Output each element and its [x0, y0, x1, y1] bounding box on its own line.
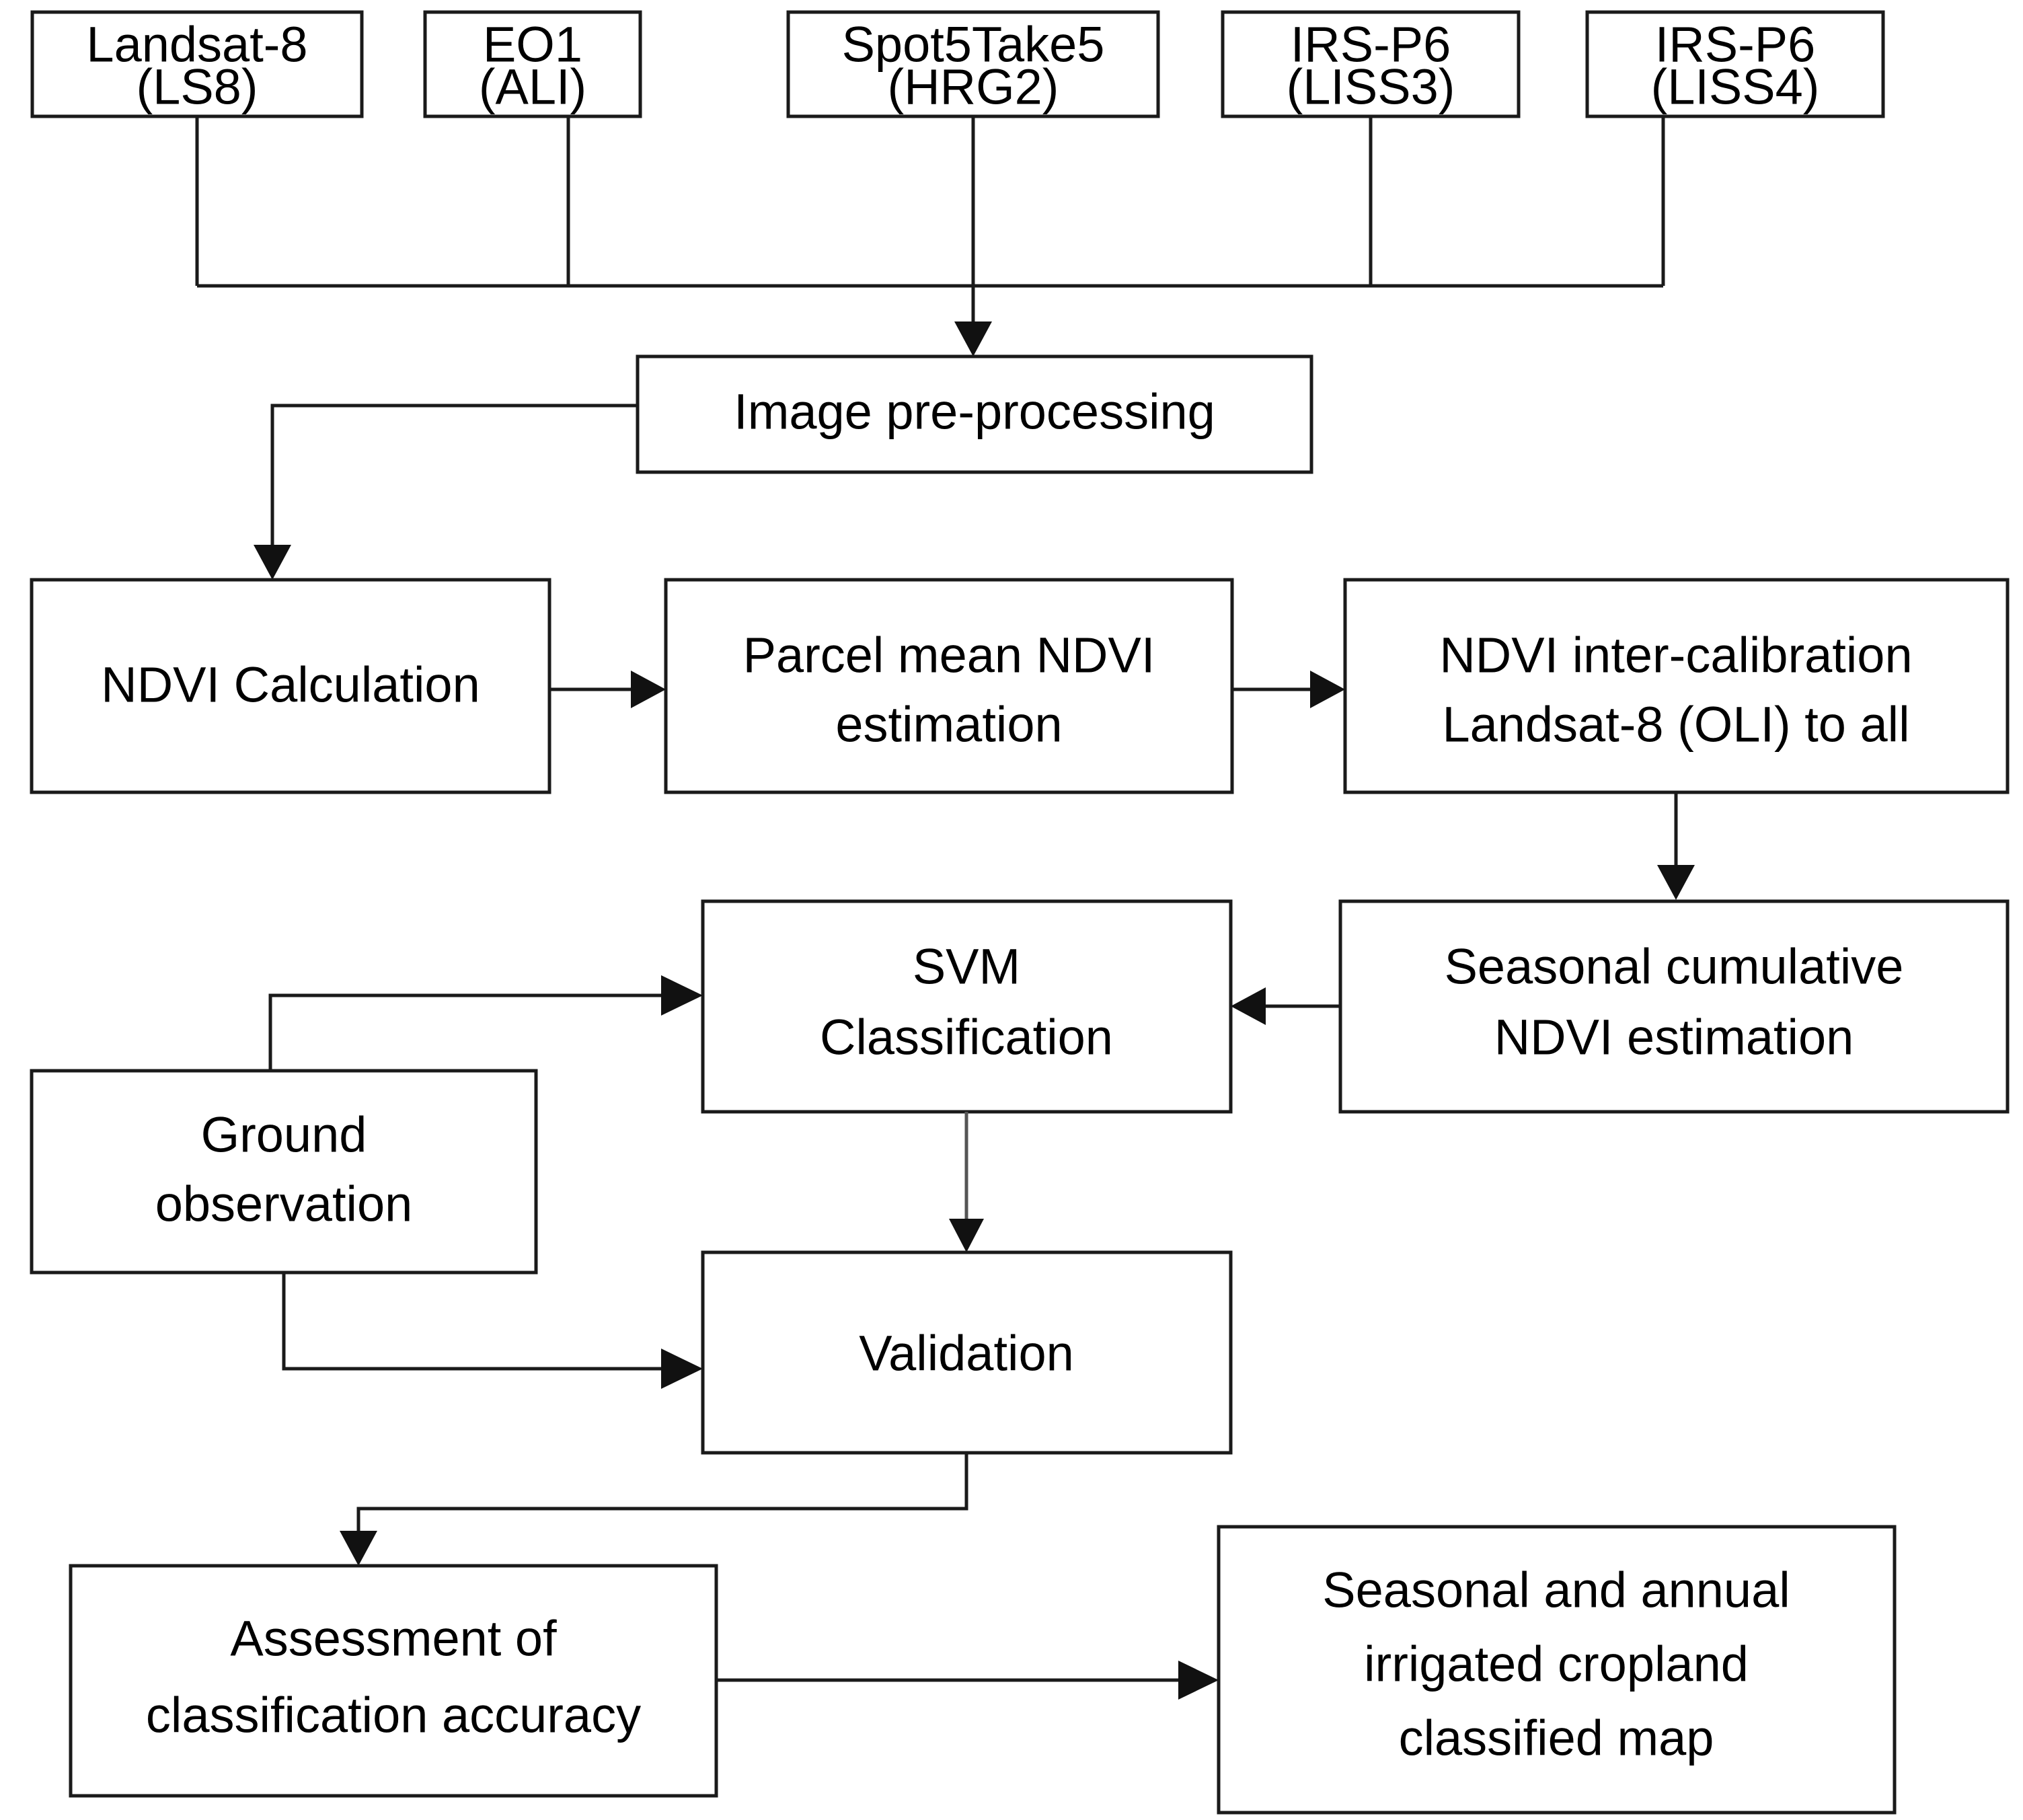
arrowhead-parcel-mean — [631, 671, 666, 708]
node-box — [30, 10, 364, 118]
node-label-line: Parcel mean NDVI — [743, 628, 1155, 683]
arrowhead-final-map — [1178, 1661, 1219, 1700]
node-label-line: (HRG2) — [888, 59, 1059, 115]
node-box — [1585, 10, 1885, 118]
node-label-line: NDVI Calculation — [101, 657, 480, 713]
node-ground-observation[interactable]: Ground observation — [30, 1069, 538, 1275]
node-label-line: Landsat-8 (OLI) to all — [1442, 697, 1909, 753]
node-label-line: classification accuracy — [146, 1688, 641, 1743]
node-box — [701, 899, 1233, 1114]
arrowhead-preprocessing — [954, 321, 992, 356]
node-label-line: SVM — [913, 939, 1020, 995]
node-label-line: NDVI inter-calibration — [1439, 628, 1912, 683]
arrowhead-inter-calibration — [1310, 671, 1345, 708]
arrowhead-validation-from-ground — [661, 1349, 703, 1389]
node-svm-classification[interactable]: SVM Classification — [701, 899, 1233, 1114]
node-label-line: Image pre-processing — [734, 384, 1215, 440]
node-ndvi-inter-calibration[interactable]: NDVI inter-calibration Landsat-8 (OLI) t… — [1343, 578, 2010, 794]
edge-preprocessing-to-ndvi — [270, 404, 638, 564]
node-label-line: classified map — [1399, 1710, 1714, 1766]
node-label-line: IRS-P6 — [1291, 17, 1451, 73]
node-irs-p6-liss4[interactable]: IRS-P6 (LISS4) — [1585, 10, 1885, 118]
node-box — [423, 10, 642, 118]
arrowhead-validation-from-svm — [949, 1219, 984, 1252]
node-image-pre-processing[interactable]: Image pre-processing — [636, 354, 1313, 474]
node-label-line: IRS-P6 — [1655, 17, 1816, 73]
node-label-line: Validation — [859, 1326, 1074, 1381]
node-spot5take5[interactable]: Spot5Take5 (HRG2) — [786, 10, 1160, 118]
node-label-line: observation — [155, 1176, 413, 1232]
node-seasonal-annual-irrigated-cropland-map[interactable]: Seasonal and annual irrigated cropland c… — [1217, 1525, 1897, 1815]
arrowhead-seasonal-cumulative — [1657, 865, 1695, 900]
node-label-line: NDVI estimation — [1494, 1010, 1854, 1065]
arrowhead-svm-from-ground — [661, 975, 703, 1016]
node-box — [30, 1069, 538, 1275]
node-box — [30, 578, 551, 794]
node-label-line: (LISS3) — [1287, 59, 1455, 115]
node-landsat8[interactable]: Landsat-8 (LS8) — [30, 10, 364, 118]
node-label-line: irrigated cropland — [1364, 1636, 1749, 1692]
node-parcel-mean-ndvi[interactable]: Parcel mean NDVI estimation — [664, 578, 1234, 794]
node-label-line: Assessment of — [230, 1611, 557, 1667]
node-label-line: Seasonal and annual — [1322, 1562, 1790, 1618]
node-label-line: Ground — [201, 1107, 367, 1163]
arrowhead-ndvi-calculation — [254, 545, 291, 580]
node-label-line: (ALI) — [479, 59, 586, 115]
node-ndvi-calculation[interactable]: NDVI Calculation — [30, 578, 551, 794]
node-eo1[interactable]: EO1 (ALI) — [423, 10, 642, 118]
node-validation[interactable]: Validation — [701, 1250, 1233, 1455]
node-label-line: estimation — [835, 697, 1062, 753]
node-irs-p6-liss3[interactable]: IRS-P6 (LISS3) — [1221, 10, 1521, 118]
node-label-line: Spot5Take5 — [842, 17, 1105, 73]
node-seasonal-cumulative-ndvi[interactable]: Seasonal cumulative NDVI estimation — [1338, 899, 2010, 1114]
node-assessment-of-classification-accuracy[interactable]: Assessment of classification accuracy — [69, 1564, 718, 1798]
node-label-line: Classification — [820, 1010, 1113, 1065]
edge-ground-to-svm — [268, 993, 661, 1071]
arrowhead-svm-from-seascum — [1231, 987, 1266, 1025]
node-box — [786, 10, 1160, 118]
edge-validation-to-assessment — [356, 1453, 968, 1547]
node-box — [1338, 899, 2010, 1114]
node-box — [636, 354, 1313, 474]
node-box — [701, 1250, 1233, 1455]
node-box — [69, 1564, 718, 1798]
node-label-line: Landsat-8 — [86, 17, 307, 73]
node-box — [1217, 1525, 1897, 1815]
node-box — [664, 578, 1234, 794]
edge-ground-to-validation — [282, 1273, 661, 1371]
node-label-line: (LISS4) — [1651, 59, 1820, 115]
arrowhead-assessment — [340, 1531, 377, 1566]
node-label-line: Seasonal cumulative — [1445, 939, 1904, 995]
node-label-line: (LS8) — [137, 59, 258, 115]
node-label-line: EO1 — [483, 17, 582, 73]
node-box — [1343, 578, 2010, 794]
